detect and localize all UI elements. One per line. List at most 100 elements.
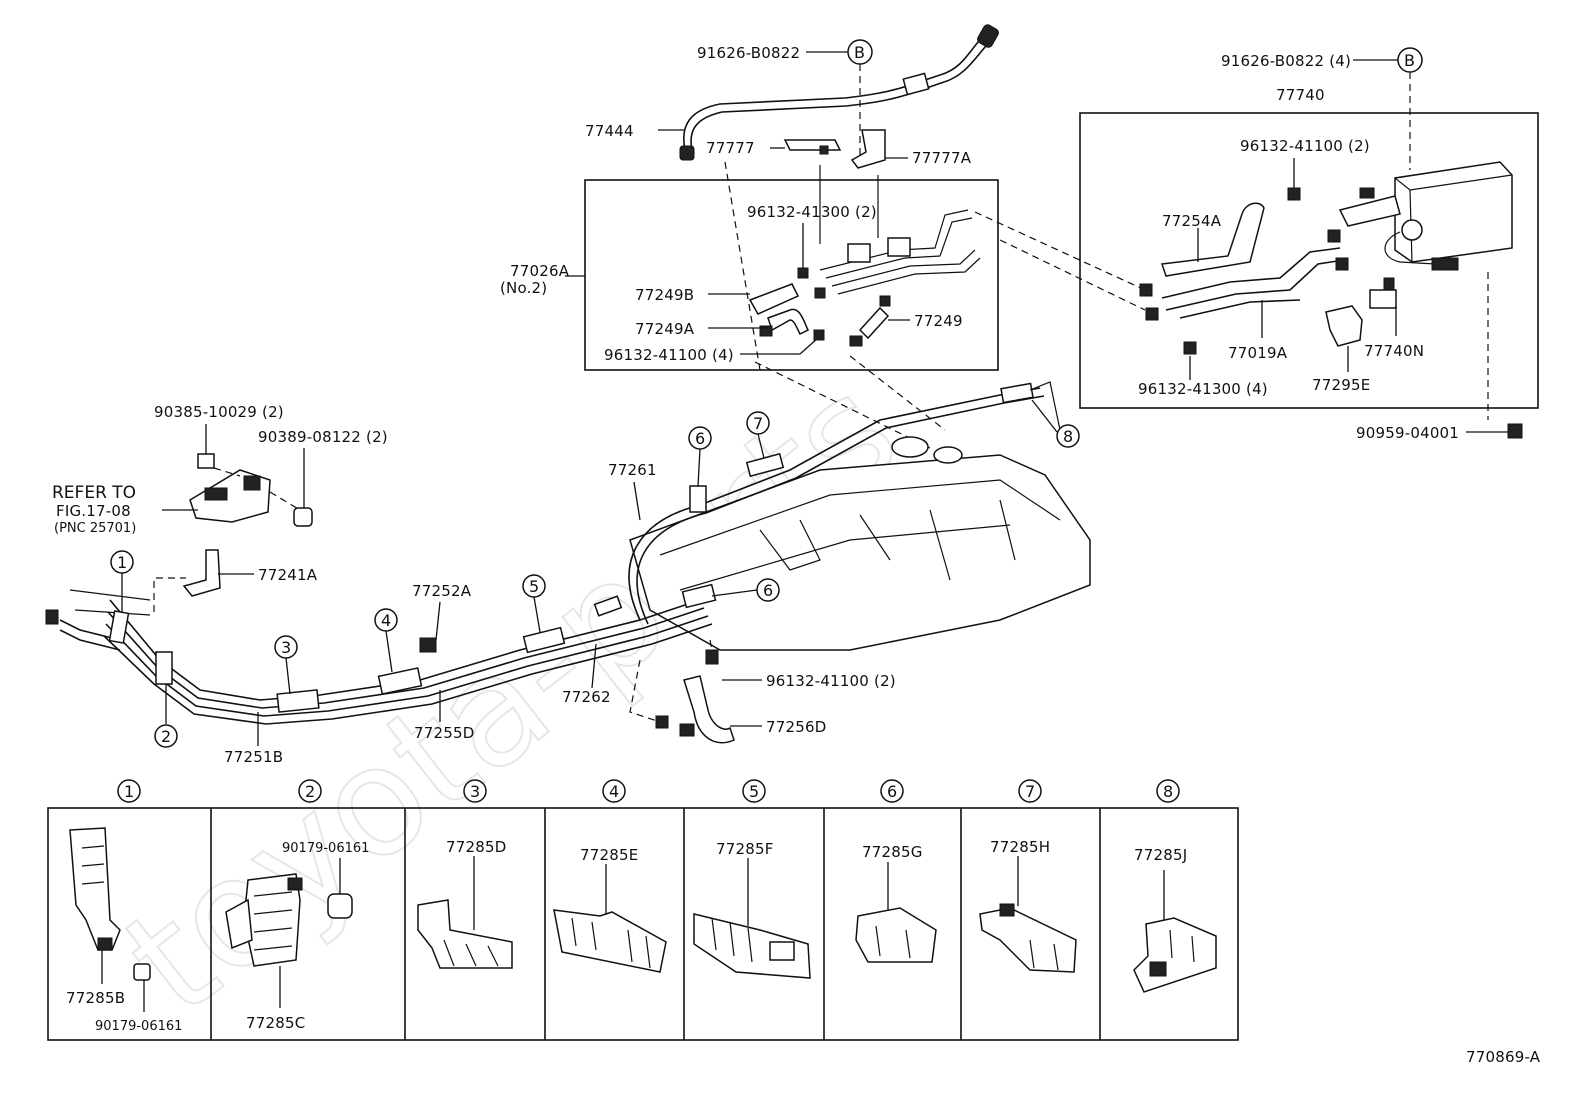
label-77026a-no2: (No.2) [500, 279, 547, 297]
label-77285c: 77285C [246, 1014, 305, 1032]
label-77285f: 77285F [716, 840, 774, 858]
hose-77256d [655, 675, 735, 744]
nut-90179-2 [327, 893, 353, 919]
circ-5: 5 [529, 577, 539, 596]
set-box-77740 [1079, 112, 1539, 409]
clamp-pos-1 [108, 610, 130, 644]
label-77285d: 77285D [446, 838, 506, 856]
clamp-pos-6b [689, 485, 707, 513]
fitting-77262 [593, 595, 623, 617]
label-77285h: 77285H [990, 838, 1050, 856]
label-77241a: 77241A [258, 566, 318, 584]
figure-id: 770869-A [1466, 1048, 1541, 1066]
hose-77249 [849, 295, 891, 347]
circ-7: 7 [753, 414, 763, 433]
clip-96132-41100-low [705, 649, 719, 665]
set-box-77026a [584, 179, 999, 371]
label-refer-fig: FIG.17-08 [56, 502, 131, 520]
clamp-77285g [855, 907, 937, 963]
clamp-77285c [225, 873, 303, 967]
label-refer-pnc: (PNC 25701) [54, 521, 136, 536]
clamp-headers: 1 2 3 4 5 6 7 8 [117, 779, 1180, 803]
bracket-77295e [1325, 305, 1363, 347]
label-90389-08122: 90389-08122 (2) [258, 428, 388, 446]
hose-77019a [1139, 229, 1349, 321]
clamp-77285e [553, 909, 667, 973]
label-90179-06161-1: 90179-06161 [95, 1019, 182, 1034]
label-77019a: 77019A [1228, 344, 1288, 362]
label-96132-41100-4: 96132-41100 (4) [604, 346, 734, 364]
vsv-bracket [189, 469, 271, 523]
fuel-lines [45, 387, 1045, 725]
label-77249a: 77249A [635, 320, 695, 338]
clip-96132-41300-4 [1183, 341, 1197, 355]
circled-refs: 1 2 3 4 5 6 6 7 8 [110, 399, 1080, 748]
clamp-77285f [693, 913, 811, 979]
clamp-77285j [1133, 917, 1217, 993]
clamp-77285b [69, 827, 121, 951]
circ-6a: 6 [695, 429, 705, 448]
label-91626-b0822-4: 91626-B0822 (4) [1221, 52, 1351, 70]
clamp-header-6: 6 [887, 782, 897, 801]
hose-77249b [748, 283, 800, 315]
plug-90959 [1507, 423, 1523, 439]
clamp-77285d [417, 899, 513, 969]
label-77295e: 77295E [1312, 376, 1370, 394]
label-90385-10029: 90385-10029 (2) [154, 403, 284, 421]
label-77285g: 77285G [862, 843, 923, 861]
hose-77249a [759, 308, 810, 337]
label-96132-41300-2: 96132-41300 (2) [747, 203, 877, 221]
circ-8: 8 [1063, 427, 1073, 446]
label-77777a: 77777A [912, 149, 972, 167]
label-77252a: 77252A [412, 582, 472, 600]
label-77255d: 77255D [414, 724, 474, 742]
label-77285j: 77285J [1134, 846, 1187, 864]
bracket-77777a [850, 129, 886, 169]
label-96132-41100-2-low: 96132-41100 (2) [766, 672, 896, 690]
label-77740: 77740 [1276, 86, 1325, 104]
nut-90179-1 [133, 963, 151, 981]
bracket-77777 [783, 139, 842, 155]
label-77285e: 77285E [580, 846, 638, 864]
circ-4: 4 [381, 611, 391, 630]
label-77256d: 77256D [766, 718, 826, 736]
label-96132-41300-4: 96132-41300 (4) [1138, 380, 1268, 398]
grommet-90389 [293, 507, 313, 527]
hose-77252a [419, 637, 437, 653]
fuel-tank [629, 436, 1091, 651]
hose-77254a [1160, 202, 1265, 277]
circ-6b: 6 [763, 581, 773, 600]
clamp-header-5: 5 [749, 782, 759, 801]
label-77262: 77262 [562, 688, 611, 706]
clamp-header-8: 8 [1163, 782, 1173, 801]
vapor-tube-77444 [679, 24, 999, 161]
label-77249: 77249 [914, 312, 963, 330]
bolt-90385 [197, 453, 215, 469]
label-77254a: 77254A [1162, 212, 1222, 230]
clamp-pos-2 [155, 651, 173, 685]
label-96132-41100-2-r: 96132-41100 (2) [1240, 137, 1370, 155]
label-refer-to: REFER TO [52, 483, 136, 503]
clamp-header-3: 3 [470, 782, 480, 801]
ref-b-label: B [854, 43, 865, 62]
clamp-header-1: 1 [124, 782, 134, 801]
clamp-detail-table [47, 807, 1239, 1041]
label-90959-04001: 90959-04001 [1356, 424, 1459, 442]
clamp-pos-6a [681, 583, 717, 609]
clamp-77285h [979, 903, 1077, 973]
vsv-77740n [1369, 277, 1397, 309]
clamp-header-4: 4 [609, 782, 619, 801]
clamp-pos-3 [276, 689, 320, 713]
clamp-pos-7 [745, 452, 785, 478]
label-77777: 77777 [706, 139, 755, 157]
clamp-header-2: 2 [305, 782, 315, 801]
label-77261: 77261 [608, 461, 657, 479]
label-77444: 77444 [585, 122, 634, 140]
clamp-header-7: 7 [1025, 782, 1035, 801]
label-91626-b0822: 91626-B0822 [697, 44, 800, 62]
clamp-pos-5 [522, 626, 566, 654]
ref-b2-label: B [1404, 51, 1415, 70]
circ-2: 2 [161, 727, 171, 746]
label-77740n: 77740N [1364, 342, 1424, 360]
